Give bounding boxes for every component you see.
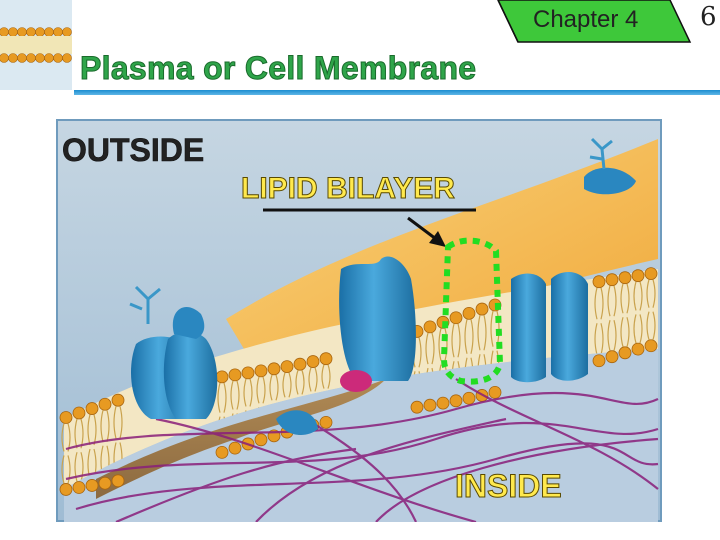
receptor-protein-top-right xyxy=(584,137,636,195)
outside-label: OUTSIDE xyxy=(62,132,205,169)
transport-protein-center xyxy=(339,256,416,381)
peripheral-protein-lower xyxy=(276,410,318,435)
peripheral-protein xyxy=(340,370,372,392)
inside-label: INSIDE xyxy=(455,468,563,505)
channel-protein-right xyxy=(511,272,588,383)
corner-membrane-thumbnail xyxy=(0,0,72,90)
pointer-arrow xyxy=(407,216,437,241)
cell-membrane-figure xyxy=(56,119,662,522)
inner-cytoplasm xyxy=(64,349,658,522)
lipid-bilayer-label: LIPID BILAYER xyxy=(241,172,456,206)
title-underline xyxy=(74,90,720,95)
channel-protein-left xyxy=(131,306,218,419)
bilayer-highlight-outline xyxy=(440,237,504,385)
carbohydrate-chain-left xyxy=(129,285,161,324)
chapter-tab-shape xyxy=(497,0,692,43)
slide-title: Plasma or Cell Membrane xyxy=(79,50,477,87)
page-number: 6 xyxy=(700,2,717,32)
cell-surface xyxy=(226,139,658,369)
chapter-label: Chapter 4 xyxy=(533,6,639,33)
